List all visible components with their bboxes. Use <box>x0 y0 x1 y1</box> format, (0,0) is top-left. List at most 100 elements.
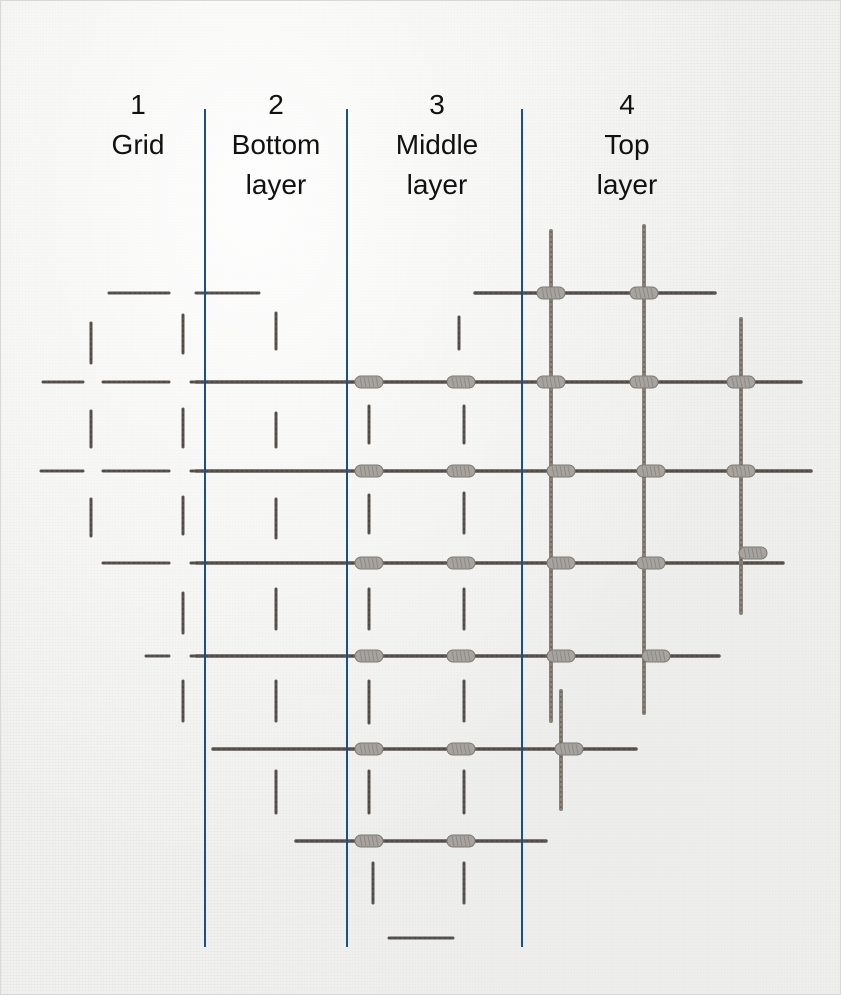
couching-wrap-2-coil <box>375 465 379 477</box>
couching-wrap-23-coil <box>559 650 563 662</box>
couching-wrap-2-coil <box>367 465 371 477</box>
couching-wrap-18-coil <box>645 465 649 477</box>
couching-wrap-21-coil <box>657 557 661 569</box>
couching-wrap-25-coil <box>567 743 571 755</box>
couching-wrap-18-coil <box>641 465 645 477</box>
couching-wrap-9-coil <box>455 743 459 755</box>
couching-wrap-23-coil <box>563 650 567 662</box>
couching-wrap-14-coil <box>549 376 553 388</box>
couching-wrap-9-coil <box>467 743 471 755</box>
couching-wrap-4-coil <box>359 557 363 569</box>
couching-wrap-21-coil <box>645 557 649 569</box>
couching-wrap-6-coil <box>359 650 363 662</box>
couching-wrap-20-coil <box>559 557 563 569</box>
couching-wrap-9-coil <box>451 743 455 755</box>
couching-wrap-16-coil <box>743 376 747 388</box>
couching-wrap-4-coil <box>375 557 379 569</box>
column-1-name-line-1: Grid <box>111 129 165 160</box>
couching-wrap-5-coil <box>459 557 463 569</box>
column-2-number: 2 <box>268 89 284 120</box>
couching-wrap-25-coil <box>575 743 579 755</box>
couching-wrap-1-coil <box>459 376 463 388</box>
couching-wrap-18-coil <box>649 465 653 477</box>
couching-wrap-13-coil <box>650 287 654 299</box>
couching-wrap-11-coil <box>455 835 459 847</box>
couching-wrap-20-coil <box>563 557 567 569</box>
couching-wrap-6-coil <box>375 650 379 662</box>
couching-wrap-0-coil <box>367 376 371 388</box>
column-4-label: 4 Top layer <box>547 85 707 205</box>
couching-wrap-10-coil <box>367 835 371 847</box>
couching-wrap-21-coil <box>641 557 645 569</box>
couching-wrap-17-coil <box>567 465 571 477</box>
couching-wrap-24-coil <box>646 650 650 662</box>
couching-wrap-7-coil <box>459 650 463 662</box>
couching-wrap-1-coil <box>463 376 467 388</box>
couching-wrap-13-coil <box>638 287 642 299</box>
column-2-label: 2 Bottom layer <box>196 85 356 205</box>
couching-wrap-20-coil <box>551 557 555 569</box>
couching-wrap-22-coil <box>751 547 755 559</box>
couching-wrap-0-coil <box>371 376 375 388</box>
couching-wrap-10-coil <box>375 835 379 847</box>
couching-wrap-0-coil <box>375 376 379 388</box>
column-3-name-line-2: layer <box>406 169 468 200</box>
column-1-label: 1 Grid <box>58 85 218 165</box>
couching-wrap-23-coil <box>555 650 559 662</box>
couching-wrap-8-coil <box>367 743 371 755</box>
couching-wrap-11-coil <box>459 835 463 847</box>
couching-wrap-0-coil <box>363 376 367 388</box>
couching-wrap-9-coil <box>459 743 463 755</box>
couching-wrap-14-coil <box>557 376 561 388</box>
couching-wrap-5-coil <box>463 557 467 569</box>
couching-wrap-11-coil <box>463 835 467 847</box>
couching-wrap-15-coil <box>650 376 654 388</box>
couching-wrap-20-coil <box>555 557 559 569</box>
couching-wrap-24-coil <box>658 650 662 662</box>
couching-wrap-6-coil <box>367 650 371 662</box>
couching-wrap-12-coil <box>553 287 557 299</box>
couching-wrap-5-coil <box>467 557 471 569</box>
couching-wrap-18-coil <box>653 465 657 477</box>
column-4-name-line-1: Top <box>604 129 650 160</box>
couching-wrap-8-coil <box>371 743 375 755</box>
couching-wrap-2-coil <box>371 465 375 477</box>
couching-wrap-2-coil <box>359 465 363 477</box>
couching-wrap-8-coil <box>363 743 367 755</box>
couching-wrap-25-coil <box>571 743 575 755</box>
couching-wrap-3-coil <box>459 465 463 477</box>
couching-wrap-24-coil <box>650 650 654 662</box>
couching-wrap-24-coil <box>662 650 666 662</box>
couching-wrap-21-coil <box>649 557 653 569</box>
couching-wrap-12-coil <box>549 287 553 299</box>
couching-wrap-3-coil <box>455 465 459 477</box>
couching-wrap-8-coil <box>359 743 363 755</box>
couching-wrap-19-coil <box>731 465 735 477</box>
couching-wrap-19-coil <box>743 465 747 477</box>
couching-wrap-4-coil <box>371 557 375 569</box>
couching-wrap-25-coil <box>563 743 567 755</box>
couching-wrap-22-coil <box>747 547 751 559</box>
couching-wrap-9-coil <box>463 743 467 755</box>
couching-wrap-16-coil <box>731 376 735 388</box>
column-4-number: 4 <box>619 89 635 120</box>
couching-wrap-6-coil <box>371 650 375 662</box>
couching-wrap-10-coil <box>363 835 367 847</box>
couching-wrap-15-coil <box>646 376 650 388</box>
couching-wrap-15-coil <box>638 376 642 388</box>
couching-wrap-0-coil <box>359 376 363 388</box>
couching-wrap-4-coil <box>367 557 371 569</box>
couching-wrap-7-coil <box>455 650 459 662</box>
couching-wrap-13-coil <box>646 287 650 299</box>
couching-wrap-22-coil <box>759 547 763 559</box>
couching-wrap-16-coil <box>747 376 751 388</box>
couching-wrap-13-coil <box>634 287 638 299</box>
couching-wrap-7-coil <box>467 650 471 662</box>
couching-wrap-12-coil <box>557 287 561 299</box>
column-2-name-line-2: layer <box>245 169 307 200</box>
couching-wrap-7-coil <box>451 650 455 662</box>
couching-wrap-10-coil <box>359 835 363 847</box>
couching-wrap-16-coil <box>735 376 739 388</box>
